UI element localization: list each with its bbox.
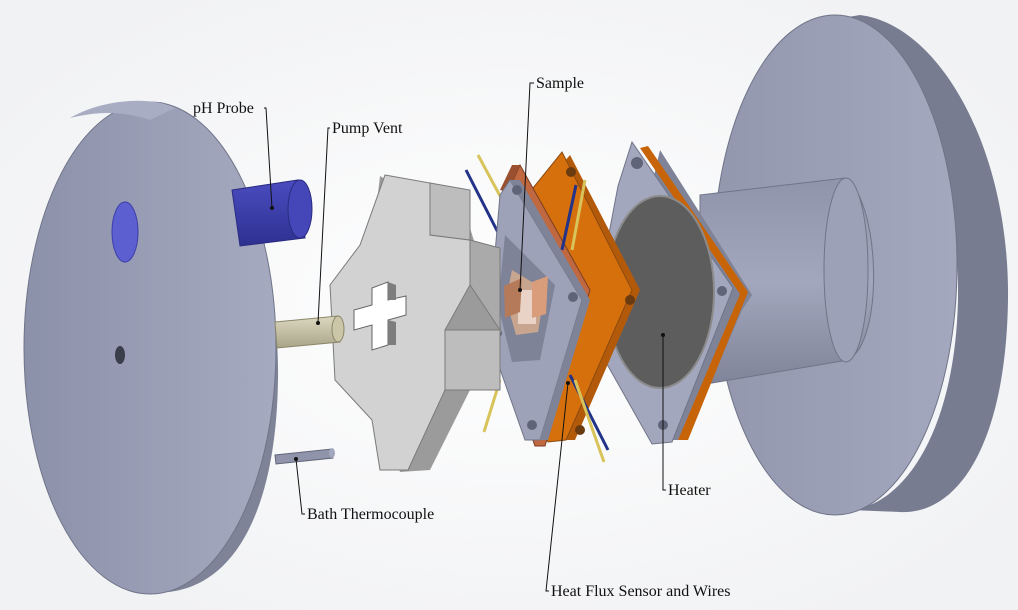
bolt-hole — [631, 157, 643, 169]
ph-port — [111, 201, 139, 263]
callout-heater: Heater — [661, 333, 711, 499]
label-heat-flux-sensor: Heat Flux Sensor and Wires — [551, 583, 730, 600]
spacer-block — [329, 174, 502, 472]
callout-heat-flux-sensor: Heat Flux Sensor and Wires — [545, 381, 730, 600]
left-end-plate — [23, 100, 279, 595]
heater-housing-cylinder — [699, 177, 875, 386]
callout-bath-thermocouple: Bath Thermocouple — [294, 457, 434, 523]
label-ph-probe: pH Probe — [193, 100, 254, 117]
bolt-hole — [717, 286, 727, 296]
heater-frame — [589, 140, 752, 445]
label-bath-thermocouple: Bath Thermocouple — [307, 506, 434, 523]
callout-ph-probe: pH Probe — [193, 100, 274, 210]
label-pump-vent: Pump Vent — [332, 120, 403, 137]
ph-probe — [231, 179, 313, 247]
pump-vent-rod — [274, 315, 345, 349]
callout-pump-vent: Pump Vent — [316, 120, 403, 325]
label-sample: Sample — [536, 75, 584, 92]
bath-thermocouple-rod — [274, 448, 335, 465]
vent-hole — [115, 346, 125, 364]
callout-sample: Sample — [518, 75, 584, 292]
sample-holder — [487, 179, 590, 441]
label-heater: Heater — [668, 482, 711, 499]
